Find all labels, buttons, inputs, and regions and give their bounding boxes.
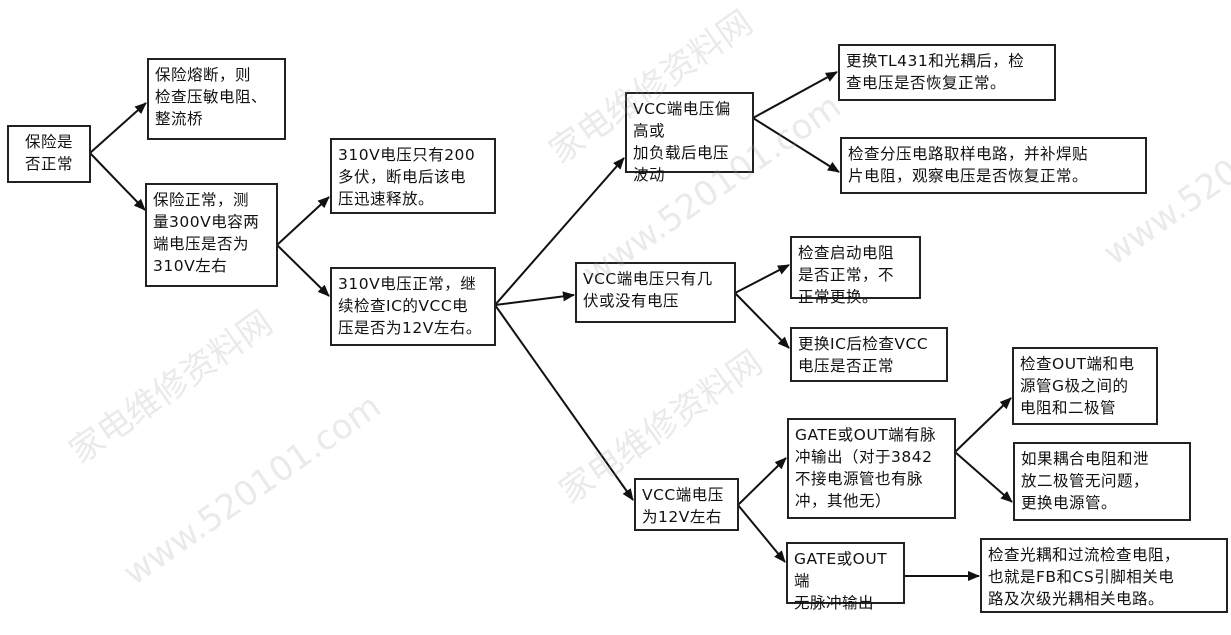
arrow (752, 71, 838, 119)
arrow (494, 291, 575, 306)
node-vcc-12v: VCC端电压 为12V左右 (634, 478, 739, 531)
node-vcc-low: VCC端电压只有几 伏或没有电压 (575, 262, 736, 323)
arrow (276, 244, 330, 297)
node-replace-power-tube: 如果耦合电阻和泄 放二极管无问题， 更换电源管。 (1013, 442, 1191, 521)
arrow (734, 292, 790, 349)
arrow (494, 304, 634, 501)
arrow (954, 397, 1012, 453)
node-check-optocoupler: 检查光耦和过流检查电阻， 也就是FB和CS引脚相关电 路及次级光耦相关电路。 (980, 538, 1228, 613)
node-310v-only-200: 310V电压只有200 多伏，断电后该电 压迅速释放。 (330, 138, 496, 214)
node-fuse-ok-question: 保险是 否正常 (7, 125, 91, 183)
node-check-divider: 检查分压电路取样电路，并补焊贴 片电阻，观察电压是否恢复正常。 (840, 137, 1147, 194)
node-replace-ic: 更换IC后检查VCC 电压是否正常 (790, 327, 948, 382)
arrow (734, 264, 790, 294)
node-check-start-resistor: 检查启动电阻 是否正常，不 正常更换。 (790, 236, 921, 306)
arrow (276, 196, 330, 246)
arrow (737, 457, 787, 506)
arrow (954, 451, 1013, 503)
node-vcc-high: VCC端电压偏高或 加负载后电压 波动 (625, 92, 754, 184)
node-310v-normal: 310V电压正常，继 续检查IC的VCC电 压是否为12V左右。 (330, 267, 496, 346)
arrow (752, 117, 840, 173)
arrow (89, 152, 146, 211)
arrow (494, 157, 625, 306)
node-gate-pulse: GATE或OUT端有脉 冲输出（对于3842 不接电源管也有脉 冲，其他无） (787, 418, 956, 519)
arrow (89, 102, 147, 154)
node-fuse-normal: 保险正常，测 量300V电容两 端电压是否为 310V左右 (145, 183, 278, 287)
node-gate-no-pulse: GATE或OUT端 无脉冲输出 (786, 542, 905, 612)
node-replace-tl431: 更换TL431和光耦后，检 查电压是否恢复正常。 (838, 44, 1056, 101)
arrow (737, 504, 786, 563)
node-check-out-gate: 检查OUT端和电 源管G极之间的 电阻和二极管 (1012, 347, 1158, 425)
node-fuse-blown: 保险熔断，则 检查压敏电阻、 整流桥 (147, 58, 286, 140)
